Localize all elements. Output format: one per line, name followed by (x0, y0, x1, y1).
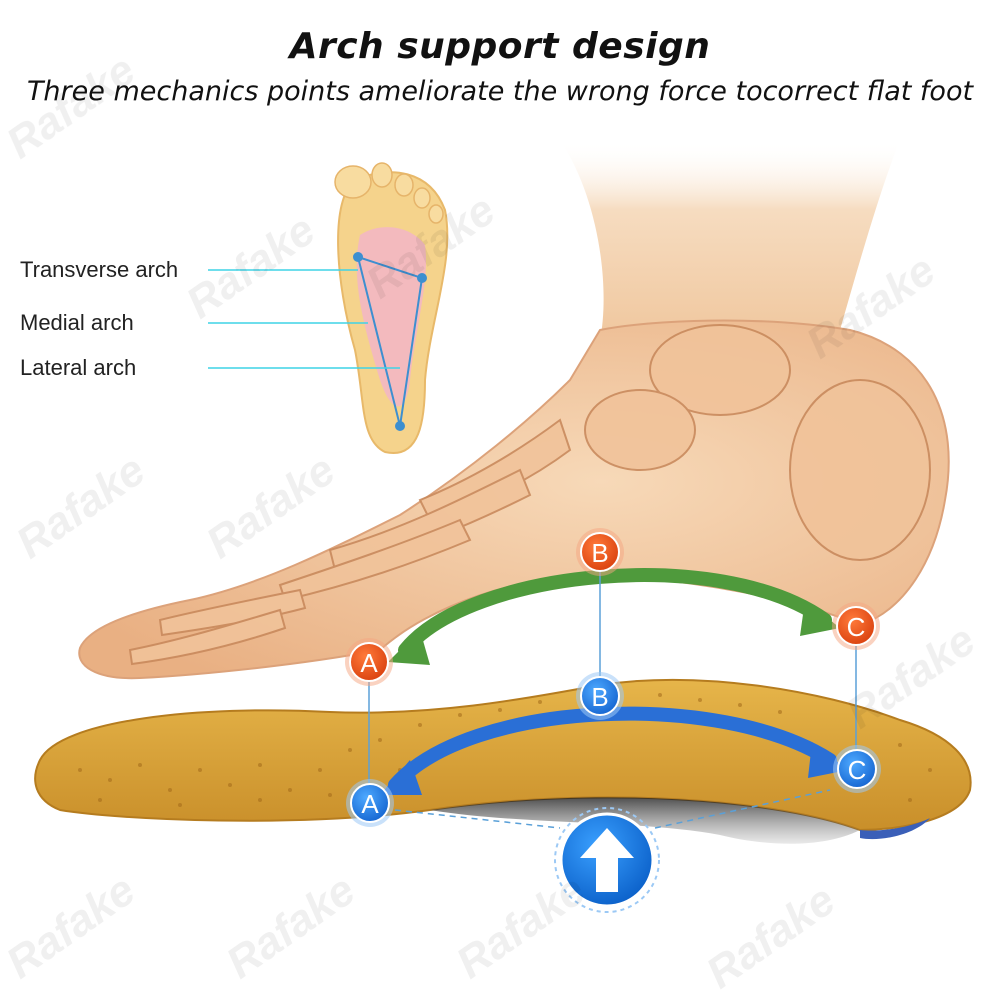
point-b-insole-label: B (591, 682, 608, 712)
page-subtitle: Three mechanics points ameliorate the wr… (26, 76, 974, 107)
svg-text:Rafake: Rafake (8, 445, 154, 568)
svg-text:Rafake: Rafake (218, 865, 364, 988)
point-a-foot-label: A (360, 648, 378, 678)
lateral-arch-label: Lateral arch (20, 355, 137, 380)
point-b-foot-label: B (591, 538, 608, 568)
point-c-foot: C (832, 602, 880, 650)
medial-arch-label: Medial arch (20, 310, 134, 335)
point-a-insole-label: A (361, 789, 379, 819)
dashed-support-lines (394, 789, 831, 829)
point-b-foot: B (576, 528, 624, 576)
svg-text:Rafake: Rafake (0, 865, 144, 988)
svg-text:Rafake: Rafake (178, 205, 324, 328)
point-c-foot-label: C (847, 612, 866, 642)
up-arrow-icon (554, 807, 660, 913)
label-guides (208, 269, 400, 369)
svg-text:Rafake: Rafake (448, 865, 594, 988)
leg-shape (560, 140, 900, 340)
transverse-arch-label: Transverse arch (20, 257, 179, 282)
point-c-insole: C (833, 745, 881, 793)
connector-lines (368, 572, 857, 785)
page-title: Arch support design (289, 26, 711, 67)
point-b-insole: B (576, 672, 624, 720)
point-a-foot: A (345, 638, 393, 686)
point-c-insole-label: C (848, 755, 867, 785)
foot-bones (128, 324, 931, 666)
sole-inset (334, 162, 449, 455)
svg-text:Rafake: Rafake (698, 875, 844, 998)
point-a-insole: A (346, 779, 394, 827)
svg-text:Rafake: Rafake (198, 445, 344, 568)
